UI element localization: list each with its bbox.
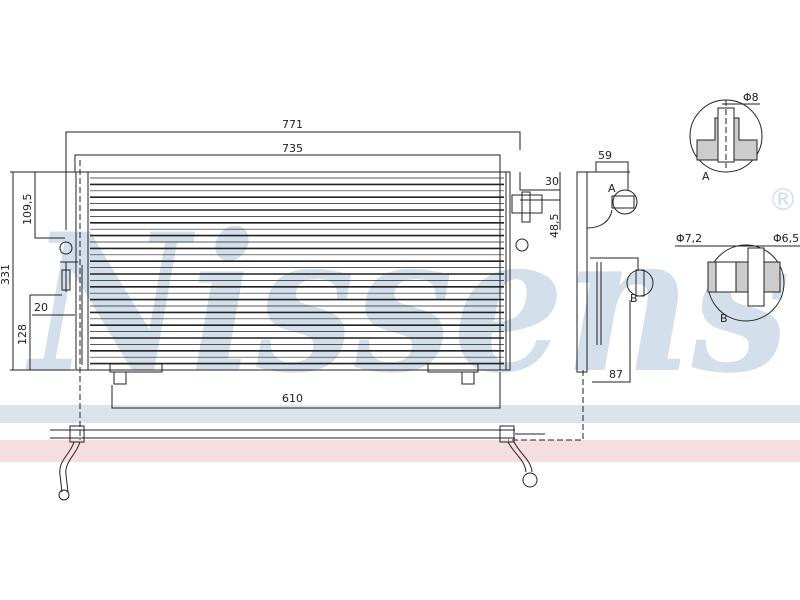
dim-height: 331 — [0, 264, 12, 285]
dim-overall-width: 771 — [282, 118, 303, 131]
dim-bottom-mounts: 610 — [282, 392, 303, 405]
dimension-lines — [10, 131, 631, 409]
dim-detail-b-diameter-2: Φ6,5 — [773, 232, 799, 245]
dim-detail-b-diameter-1: Φ7,2 — [676, 232, 702, 245]
registered-mark: ® — [768, 183, 798, 218]
dim-upper-bracket: 109,5 — [21, 194, 34, 226]
dim-30: 30 — [545, 175, 559, 188]
svg-text:A: A — [702, 170, 710, 183]
dim-core-width: 735 — [282, 142, 303, 155]
watermark-band-blue — [0, 405, 800, 423]
dim-59: 59 — [598, 149, 612, 162]
svg-text:A: A — [608, 182, 616, 195]
detail-b: Φ7,2 Φ6,5 B — [675, 232, 800, 325]
dim-detail-a-diameter: Φ8 — [743, 91, 759, 104]
dim-20: 20 — [34, 301, 48, 314]
dim-lower-bracket: 128 — [16, 324, 29, 345]
svg-text:B: B — [720, 312, 728, 325]
detail-a: Φ8 A — [689, 91, 763, 183]
outlet-fittings — [511, 191, 543, 252]
dim-87: 87 — [609, 368, 623, 381]
condenser-core — [59, 171, 511, 385]
watermark-band-pink — [0, 440, 800, 462]
top-view — [50, 425, 545, 501]
side-view: A B — [576, 171, 654, 373]
svg-text:B: B — [630, 292, 638, 305]
dim-48-5: 48,5 — [548, 214, 561, 239]
brand-watermark: Nissens — [24, 192, 790, 415]
